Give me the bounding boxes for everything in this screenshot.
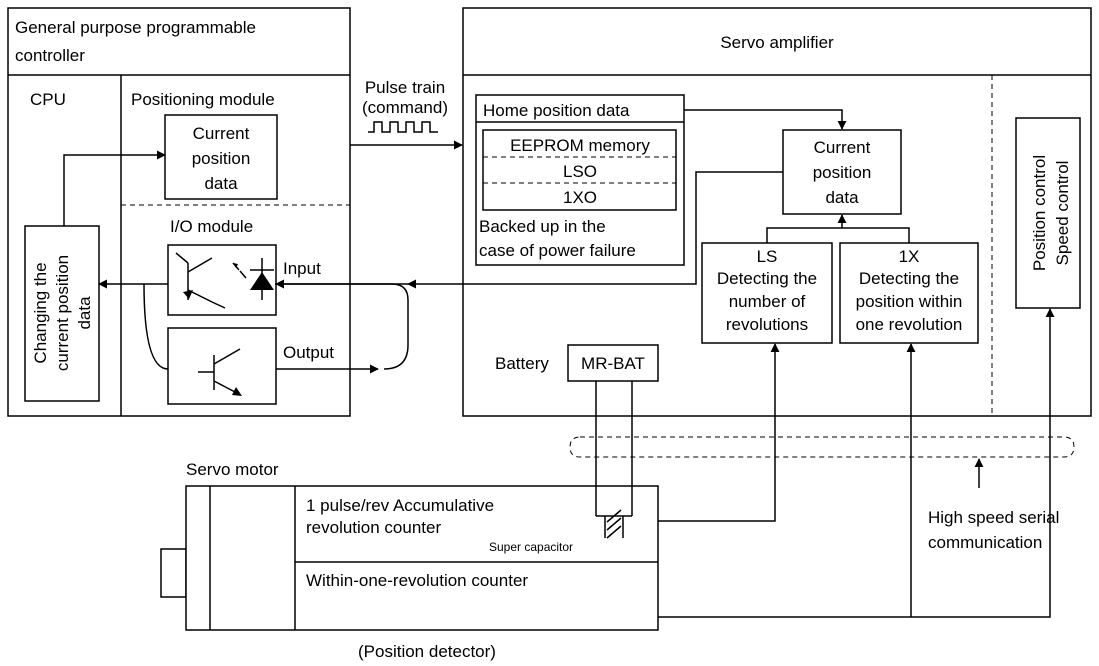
input-photocoupler	[167, 244, 277, 316]
servo-motor: 1 pulse/rev Accumulative revolution coun…	[160, 485, 659, 631]
io-module-label: I/O module	[170, 217, 253, 236]
onex-line2: Detecting the	[859, 269, 959, 288]
within-one-rev-label: Within-one-revolution counter	[306, 571, 528, 590]
plc-title-line2: controller	[15, 46, 85, 65]
onex-line3: position within	[856, 292, 963, 311]
plc-current-position-data: Current position data	[164, 114, 278, 200]
input-label: Input	[283, 259, 321, 278]
ls-line3: number of	[729, 292, 806, 311]
accumulative-line2: revolution counter	[306, 518, 441, 537]
servo-cpd-line3: data	[825, 188, 859, 207]
output-label: Output	[283, 343, 334, 362]
servo-motor-title: Servo motor	[186, 460, 279, 479]
plc-cpd-line1: Current	[193, 124, 250, 143]
changing-line2: current position	[53, 255, 72, 371]
control-line2: Speed control	[1053, 161, 1072, 266]
home-position-label: Home position data	[483, 101, 630, 120]
onex-line4: one revolution	[856, 315, 963, 334]
servo-current-position-data: Current position data	[782, 129, 902, 215]
plc-cpd-line3: data	[204, 174, 238, 193]
battery-label: Battery	[495, 354, 549, 373]
comm-line1: High speed serial	[928, 508, 1059, 527]
pulse-train-line1: Pulse train	[365, 78, 445, 97]
servo-cpd-line1: Current	[814, 138, 871, 157]
changing-line3: data	[75, 296, 94, 330]
control-block: Position control Speed control	[1015, 117, 1081, 309]
servo-amplifier-title: Servo amplifier	[720, 33, 834, 52]
1xo-label: 1XO	[563, 188, 597, 207]
battery-block: Battery MR-BAT	[495, 344, 659, 382]
accumulative-line1: 1 pulse/rev Accumulative	[306, 496, 494, 515]
ls-line2: Detecting the	[717, 269, 817, 288]
lso-label: LSO	[563, 162, 597, 181]
plc-title-line1: General purpose programmable	[15, 18, 256, 37]
positioning-module-label: Positioning module	[131, 90, 275, 109]
super-capacitor-label: Super capacitor	[489, 540, 573, 554]
backed-up-line2: case of power failure	[479, 241, 636, 260]
comm-line2: communication	[928, 533, 1042, 552]
onex-block: 1X Detecting the position within one rev…	[839, 242, 979, 344]
plc-cpd-line2: position	[192, 149, 251, 168]
changing-line1: Changing the	[31, 262, 50, 363]
backed-up-line1: Backed up in the	[479, 217, 606, 236]
changing-position-box: Changing the current position data	[24, 225, 100, 402]
pulse-train: Pulse train (command)	[350, 78, 463, 150]
control-line1: Position control	[1030, 155, 1049, 271]
servo-cpd-line2: position	[813, 163, 872, 182]
eeprom-label: EEPROM memory	[510, 136, 650, 155]
pulse-train-line2: (command)	[362, 98, 448, 117]
output-transistor	[167, 327, 277, 405]
position-detector-label: (Position detector)	[358, 642, 496, 661]
onex-line1: 1X	[899, 247, 920, 266]
ls-block: LS Detecting the number of revolutions	[701, 242, 833, 344]
home-position-block: Home position data EEPROM memory LSO 1XO…	[475, 94, 685, 266]
cpu-label: CPU	[30, 90, 66, 109]
ls-line4: revolutions	[726, 315, 808, 334]
super-capacitor-symbol	[595, 381, 633, 539]
ls-line1: LS	[757, 247, 778, 266]
serial-cable-bundle	[569, 436, 1075, 458]
battery-model: MR-BAT	[581, 354, 645, 373]
